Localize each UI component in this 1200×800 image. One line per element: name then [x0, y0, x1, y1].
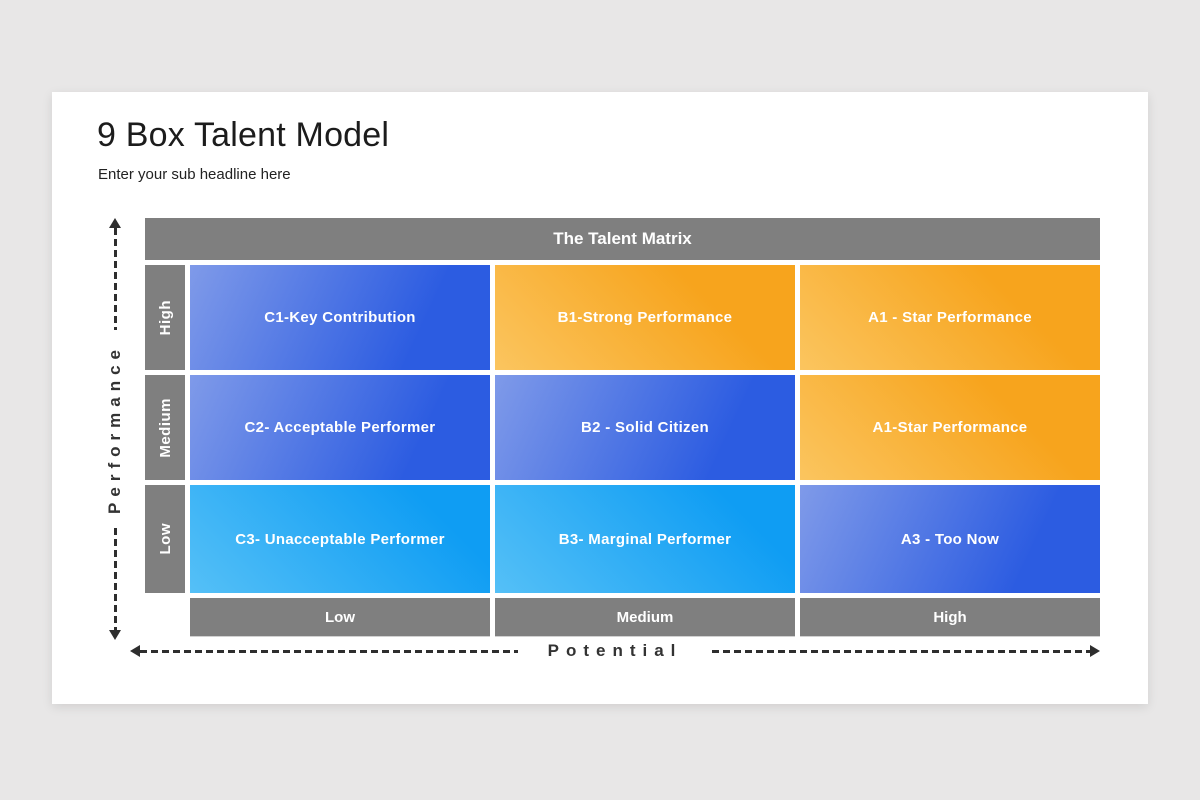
talent-matrix: The Talent Matrix High C1-Key Contributi…	[145, 218, 1100, 636]
matrix-cell-a3: A3 - Too Now	[800, 485, 1100, 593]
col-label-medium: Medium	[495, 598, 795, 636]
matrix-cell-c2: C2- Acceptable Performer	[190, 375, 490, 480]
performance-axis-label: Performance	[105, 344, 124, 514]
col-label-low: Low	[190, 598, 490, 636]
row-label-medium-text: Medium	[156, 397, 174, 458]
right-arrow-icon	[1090, 645, 1101, 657]
down-arrow-icon	[109, 630, 121, 640]
matrix-cell-a1-medium: A1-Star Performance	[800, 375, 1100, 480]
matrix-cell-c1: C1-Key Contribution	[190, 265, 490, 370]
performance-axis: Performance	[100, 218, 130, 640]
slide-card: 9 Box Talent Model Enter your sub headli…	[52, 92, 1148, 704]
dashed-line-horizontal	[140, 649, 518, 653]
up-arrow-icon	[109, 218, 121, 228]
matrix-cell-b3: B3- Marginal Performer	[495, 485, 795, 593]
page-title: 9 Box Talent Model	[97, 116, 390, 154]
matrix-cell-b1: B1-Strong Performance	[495, 265, 795, 370]
row-label-low-text: Low	[156, 523, 174, 555]
page-subtitle: Enter your sub headline here	[98, 166, 291, 183]
matrix-cell-c3: C3- Unacceptable Performer	[190, 485, 490, 593]
potential-axis-label: Potential	[547, 641, 683, 660]
matrix-cell-b2: B2 - Solid Citizen	[495, 375, 795, 480]
row-label-medium: Medium	[145, 375, 185, 480]
row-label-high: High	[145, 265, 185, 370]
row-label-low: Low	[145, 485, 185, 593]
corner-spacer	[145, 598, 185, 636]
dashed-line-vertical	[113, 228, 117, 331]
dashed-line-vertical	[113, 527, 117, 630]
dashed-line-horizontal	[712, 649, 1091, 653]
row-label-high-text: High	[156, 299, 174, 336]
matrix-header: The Talent Matrix	[145, 218, 1100, 260]
left-arrow-icon	[130, 645, 140, 657]
potential-axis: Potential	[130, 640, 1101, 662]
col-label-high: High	[800, 598, 1100, 636]
matrix-cell-a1: A1 - Star Performance	[800, 265, 1100, 370]
